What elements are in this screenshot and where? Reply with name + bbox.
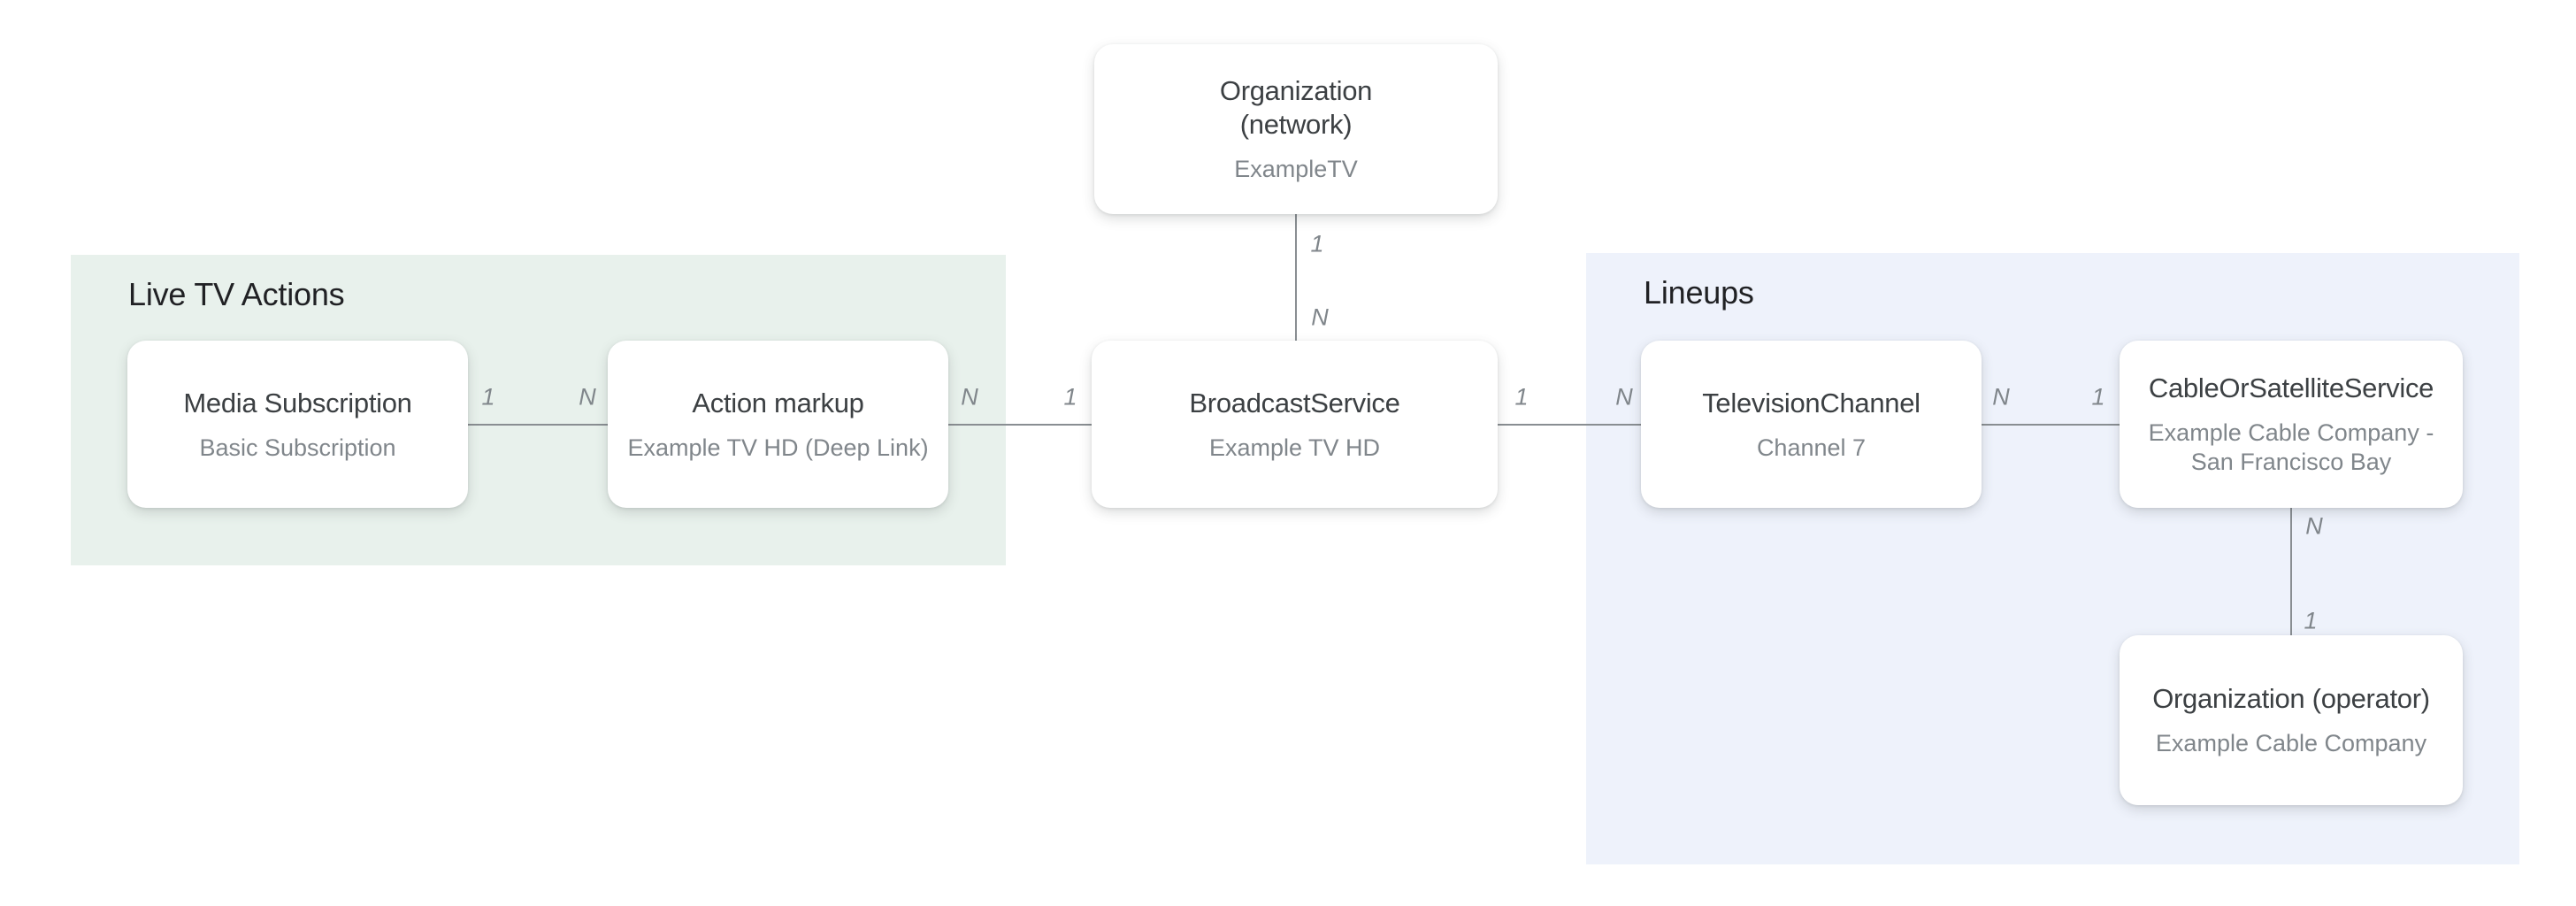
node-organization-operator: Organization (operator) Example Cable Co…: [2120, 635, 2463, 805]
node-subtitle: Example Cable Company: [2155, 730, 2427, 756]
node-organization-network: Organization (network) ExampleTV: [1094, 44, 1498, 214]
node-subtitle: Channel 7: [1756, 434, 1867, 461]
node-broadcast-service: BroadcastService Example TV HD: [1092, 341, 1498, 508]
group-title-lineups: Lineups: [1644, 274, 1754, 311]
cardinality-label: N: [579, 383, 596, 411]
node-subtitle: Example TV HD (Deep Link): [627, 434, 929, 461]
cardinality-label: 1: [481, 383, 495, 411]
edge-cable-or-satellite-service-to-org-operator: [2290, 508, 2292, 635]
node-subtitle: ExampleTV: [1234, 156, 1358, 182]
node-title: Media Subscription: [183, 387, 412, 418]
group-title-live-tv-actions: Live TV Actions: [128, 276, 345, 312]
node-subtitle: Example Cable Company -: [2148, 419, 2434, 446]
node-title-line2: (network): [1239, 109, 1353, 140]
cardinality-label: N: [1615, 383, 1633, 411]
cardinality-label: N: [961, 383, 978, 411]
node-subtitle: Basic Subscription: [199, 434, 396, 461]
node-title: TelevisionChannel: [1702, 387, 1920, 418]
node-title: Organization (operator): [2152, 683, 2430, 714]
cardinality-label: N: [2305, 512, 2323, 540]
node-subtitle-block: Example Cable Company - San Francisco Ba…: [2149, 418, 2434, 477]
cardinality-label: 1: [1514, 383, 1529, 411]
edge-org-network-to-broadcast-service: [1295, 214, 1297, 341]
edge-television-channel-to-cable-or-satellite-service: [1982, 424, 2120, 426]
cardinality-label: 1: [2091, 383, 2105, 411]
node-television-channel: TelevisionChannel Channel 7: [1641, 341, 1982, 508]
node-title: Action markup: [692, 387, 864, 418]
edge-action-markup-to-broadcast-service: [948, 424, 1092, 426]
node-subtitle: Example TV HD: [1208, 434, 1381, 461]
node-title: BroadcastService: [1189, 387, 1400, 418]
node-subtitle-line2: San Francisco Bay: [2190, 449, 2392, 475]
cardinality-label: 1: [1310, 230, 1324, 257]
cardinality-label: 1: [1063, 383, 1077, 411]
edge-broadcast-service-to-television-channel: [1498, 424, 1641, 426]
node-cable-or-satellite-service: CableOrSatelliteService Example Cable Co…: [2120, 341, 2463, 508]
cardinality-label: N: [1311, 303, 1329, 331]
edge-media-subscription-to-action-markup: [468, 424, 608, 426]
cardinality-label: 1: [2304, 607, 2318, 634]
node-title: Organization: [1219, 75, 1373, 106]
cardinality-label: N: [1992, 383, 2010, 411]
node-title-block: Organization (network): [1220, 74, 1372, 142]
node-title: CableOrSatelliteService: [2148, 372, 2434, 403]
node-media-subscription: Media Subscription Basic Subscription: [127, 341, 468, 508]
node-action-markup: Action markup Example TV HD (Deep Link): [608, 341, 948, 508]
